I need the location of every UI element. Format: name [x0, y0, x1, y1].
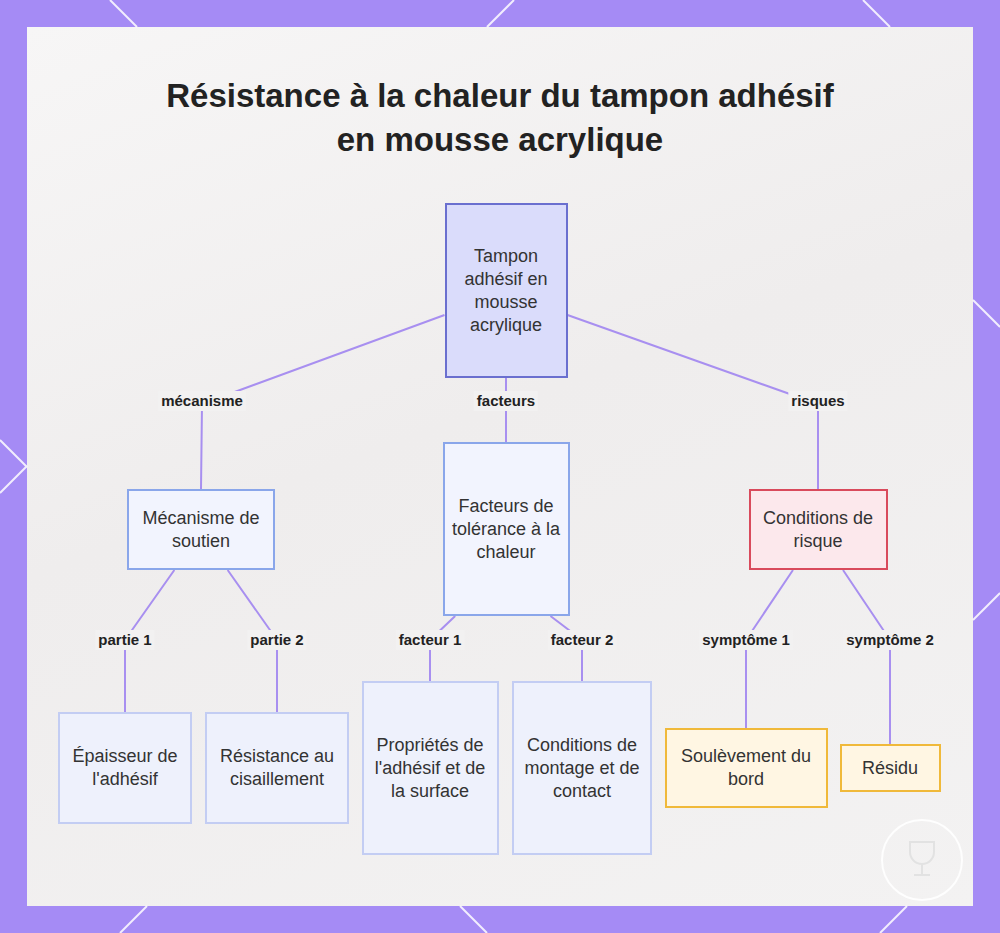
box-text: Tampon adhésif en mousse acrylique	[453, 245, 560, 337]
box-text: Mécanisme de soutien	[135, 507, 267, 553]
edge-label: partie 2	[247, 630, 306, 650]
box-text: Conditions de risque	[757, 507, 880, 553]
concept-box: Épaisseur de l'adhésif	[58, 712, 192, 824]
concept-box: Soulèvement du bord	[665, 728, 828, 808]
concept-box: Propriétés de l'adhésif et de la surface	[362, 681, 499, 855]
concept-box: Tampon adhésif en mousse acrylique	[445, 203, 568, 378]
edge-label: symptôme 2	[843, 630, 937, 650]
connector-line	[843, 570, 890, 744]
edge-label: symptôme 1	[699, 630, 793, 650]
box-text: Propriétés de l'adhésif et de la surface	[370, 734, 491, 803]
edge-label: facteur 2	[548, 630, 617, 650]
box-text: Conditions de montage et de contact	[520, 734, 644, 803]
concept-box: Conditions de risque	[749, 489, 888, 570]
box-text: Facteurs de tolérance à la chaleur	[451, 495, 562, 564]
box-text: Résidu	[862, 757, 918, 780]
edge-label: facteur 1	[396, 630, 465, 650]
edge-label: facteurs	[474, 391, 538, 411]
concept-box: Facteurs de tolérance à la chaleur	[443, 442, 570, 616]
concept-box: Conditions de montage et de contact	[512, 681, 652, 855]
diagram-title: Résistance à la chaleur du tampon adhési…	[160, 74, 840, 162]
edge-label: mécanisme	[158, 391, 246, 411]
concept-box: Mécanisme de soutien	[127, 489, 275, 570]
box-text: Soulèvement du bord	[673, 745, 820, 791]
box-text: Épaisseur de l'adhésif	[66, 745, 184, 791]
edge-label: risques	[788, 391, 847, 411]
box-text: Résistance au cisaillement	[213, 745, 341, 791]
edge-label: partie 1	[95, 630, 154, 650]
concept-box: Résidu	[840, 744, 941, 792]
connector-line	[568, 315, 819, 489]
concept-box: Résistance au cisaillement	[205, 712, 349, 824]
